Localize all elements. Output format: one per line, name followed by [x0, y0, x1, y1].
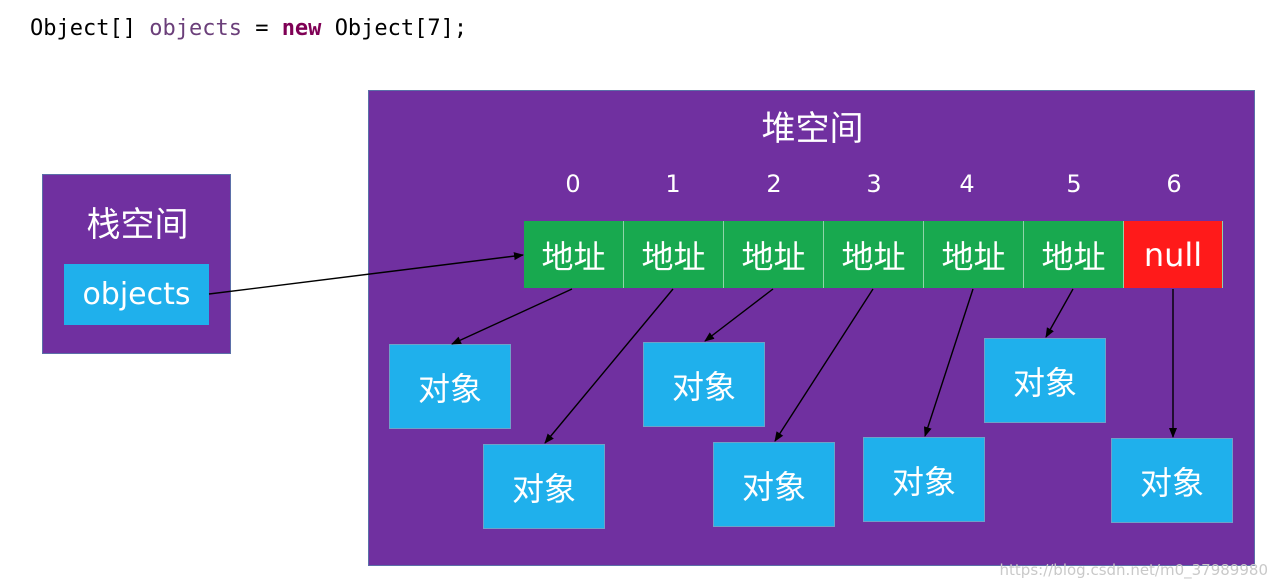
array-cell-3: 地址 [824, 221, 924, 288]
code-kw: new [281, 16, 322, 41]
object-box-4: 对象 [863, 437, 985, 522]
code-line: Object[] objects = new Object[7]; [30, 16, 467, 41]
watermark-url: https://blog.csdn.net/m0_37989980 [999, 561, 1268, 579]
stack-title: 栈空间 [86, 205, 189, 245]
object-box-2: 对象 [643, 342, 765, 427]
object-box-1: 对象 [483, 444, 605, 529]
object-box-3: 对象 [713, 442, 835, 527]
object-box-0: 对象 [389, 344, 511, 429]
array-cell-null: null [1124, 221, 1223, 288]
code-var: objects [149, 16, 242, 41]
code-eq: = [255, 16, 269, 41]
array-cell-0: 地址 [524, 221, 624, 288]
array-index-6: 6 [1166, 170, 1182, 198]
array-index-0: 0 [565, 170, 581, 198]
object-box-5: 对象 [984, 338, 1106, 423]
array-index-5: 5 [1066, 170, 1082, 198]
object-box-6: 对象 [1111, 438, 1233, 523]
array-cell-5: 地址 [1024, 221, 1124, 288]
array-cell-1: 地址 [624, 221, 724, 288]
array-cell-4: 地址 [924, 221, 1024, 288]
heap-title: 堆空间 [761, 109, 864, 149]
array-cell-2: 地址 [724, 221, 824, 288]
array-index-3: 3 [866, 170, 882, 198]
code-expr: Object[7]; [334, 16, 468, 41]
array-index-2: 2 [766, 170, 782, 198]
array-index-4: 4 [959, 170, 975, 198]
array-index-1: 1 [665, 170, 681, 198]
stack-variable: objects [64, 264, 209, 325]
code-type: Object[] [30, 16, 136, 41]
